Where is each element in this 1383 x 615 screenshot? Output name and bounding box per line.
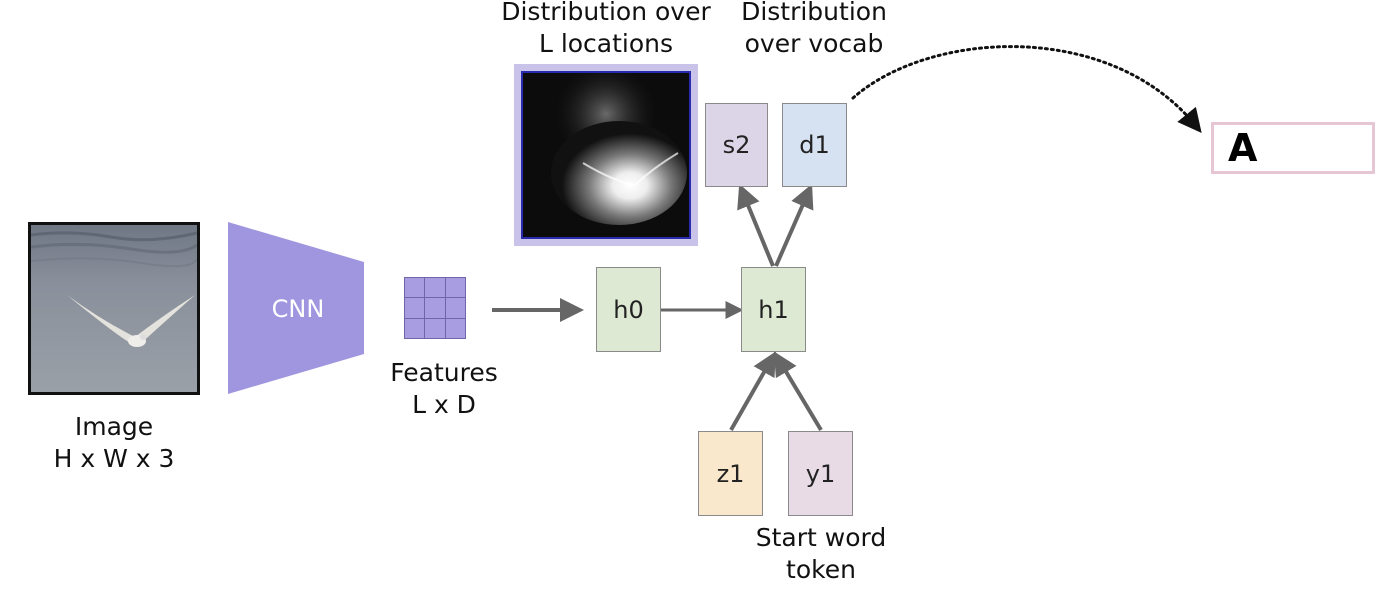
h1-to-d1-arrow — [774, 183, 814, 267]
output-word: A — [1228, 126, 1259, 170]
attention-output-s2: s2 — [705, 103, 768, 187]
hidden-state-h1: h1 — [741, 267, 806, 352]
attention-heatmap — [523, 73, 689, 237]
features-grid — [404, 277, 466, 339]
input-image — [28, 222, 200, 395]
vocab-to-output-dotted-arrow — [851, 45, 1202, 133]
vocab-output-d1: d1 — [782, 103, 847, 187]
context-input-z1: z1 — [698, 431, 763, 516]
attention-label: Distribution over L locations — [501, 0, 711, 58]
y1-to-h1-arrow — [773, 351, 823, 432]
attention-map — [514, 64, 698, 246]
h1-to-s2-arrow — [737, 183, 775, 267]
image-label: Image H x W x 3 — [53, 412, 175, 473]
seagull-photo — [31, 225, 197, 392]
cnn-block: CNN — [228, 222, 368, 398]
z1-to-h1-arrow — [729, 351, 776, 431]
cnn-label: CNN — [272, 295, 325, 323]
features-label: Features L x D — [390, 358, 498, 419]
word-input-y1: y1 — [788, 431, 853, 516]
start-token-label: Start word token — [755, 523, 887, 584]
hidden-state-h0: h0 — [596, 267, 661, 352]
output-word-box: A — [1211, 122, 1375, 174]
vocab-label: Distribution over vocab — [741, 0, 887, 58]
